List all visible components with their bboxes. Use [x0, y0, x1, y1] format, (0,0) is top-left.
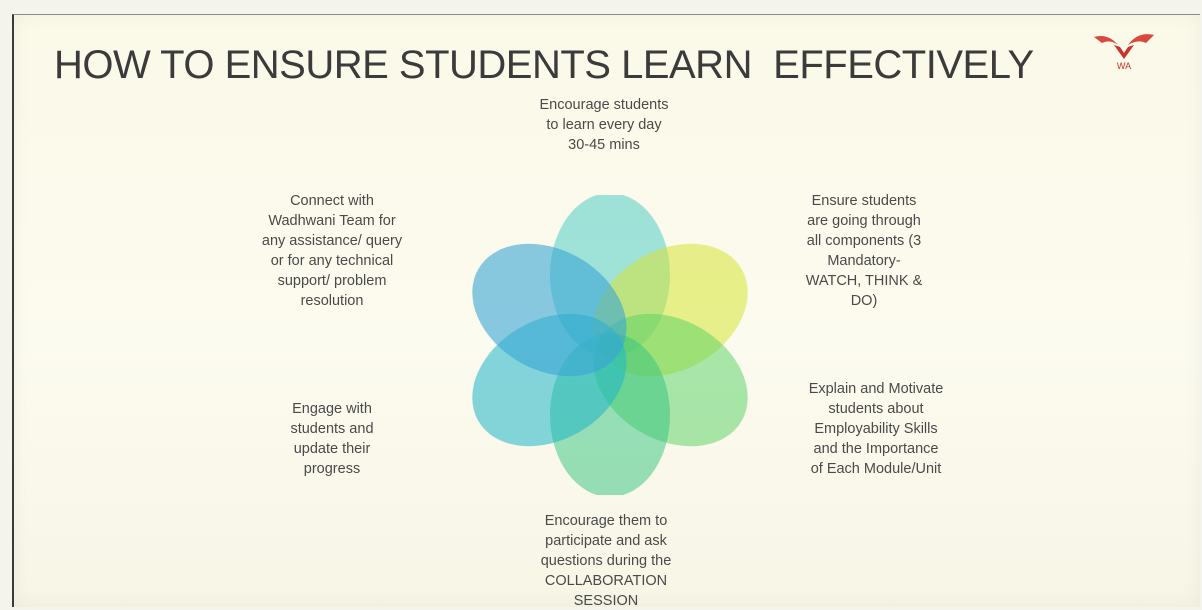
petal-diagram	[472, 195, 748, 495]
wadhwani-logo-icon: WA	[1094, 34, 1154, 71]
logo-text: WA	[1117, 61, 1131, 71]
petal-top-left	[472, 243, 627, 377]
slide: HOW TO ENSURE STUDENTS LEARN EFFECTIVELY…	[12, 14, 1200, 607]
slide-title: HOW TO ENSURE STUDENTS LEARN EFFECTIVELY	[54, 43, 1034, 87]
